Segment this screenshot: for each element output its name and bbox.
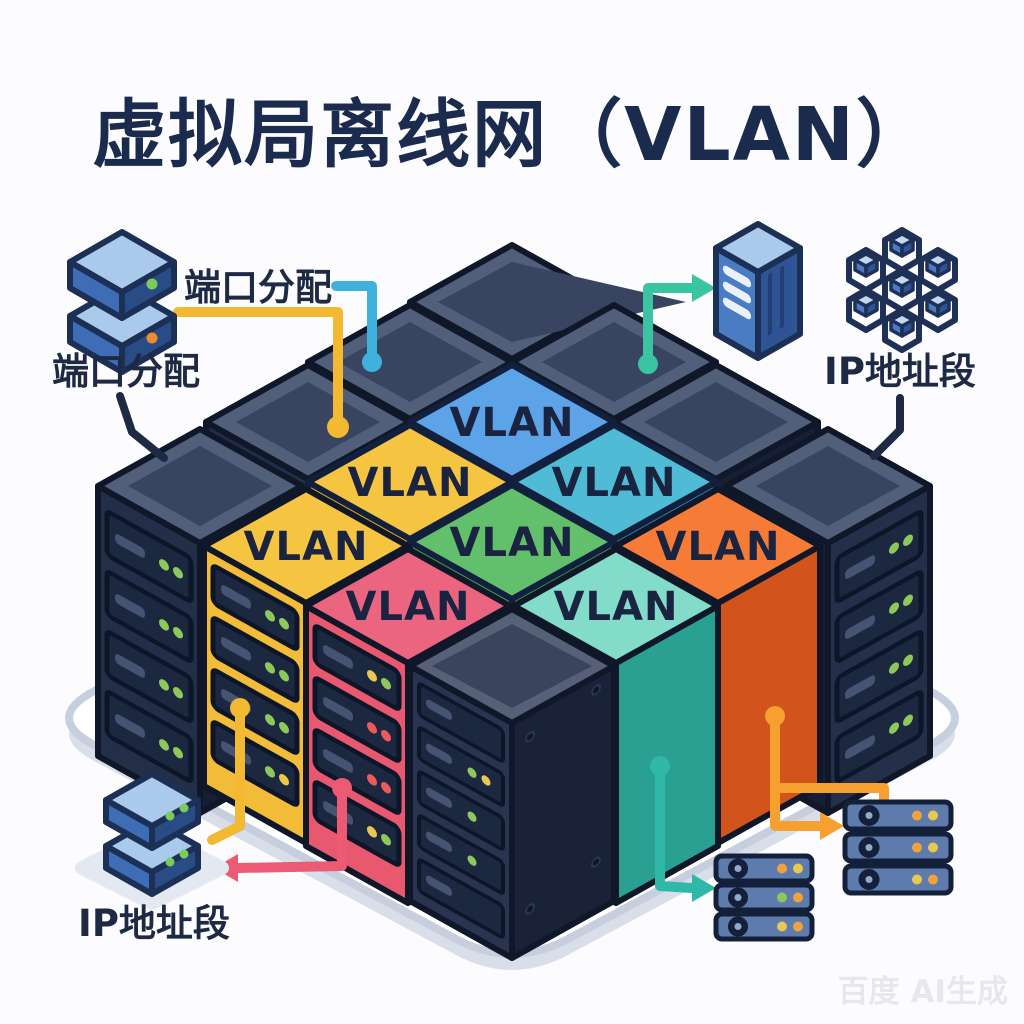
arrowhead-right <box>692 874 716 902</box>
vlan-tile-label: VLAN <box>552 460 677 506</box>
leader-ip-right <box>870 394 904 460</box>
vlan-tile-label: VLAN <box>346 584 471 630</box>
label-port-allocation-top: 端口分配 <box>184 266 332 309</box>
vlan-tile-label: VLAN <box>450 400 575 446</box>
vlan-tile-label: VLAN <box>348 460 473 506</box>
rack-stack-icon-2 <box>842 799 954 896</box>
vlan-tile-label: VLAN <box>244 524 369 570</box>
callout-orange-rack <box>765 706 889 840</box>
hex-cluster-icon <box>846 227 958 353</box>
arrowhead-right <box>692 274 716 302</box>
callout-teal-ip <box>638 274 716 374</box>
server-tower-center <box>407 606 617 961</box>
callout-yellow-ip <box>207 698 250 845</box>
rack-stack-icon-1 <box>713 853 815 942</box>
watermark: 百度 AI生成 <box>838 974 1008 1010</box>
callout-teal-rack <box>650 756 716 902</box>
callout-cyan-port <box>331 281 382 372</box>
arrowhead-right <box>820 812 844 840</box>
vlan-tile-label: VLAN <box>656 524 781 570</box>
callout-yellow-port <box>173 307 349 438</box>
vlan-tile-label: VLAN <box>450 520 575 566</box>
leader-port-left <box>116 392 168 462</box>
label-ip-range-bottom: IP地址段 <box>78 902 230 945</box>
label-port-allocation-left: 端口分配 <box>52 350 200 393</box>
switch-stack-icon-bottom-left <box>75 771 229 910</box>
server-tower-icon <box>713 221 803 361</box>
page-title: 虚拟局离线网（VLAN） <box>92 92 932 178</box>
label-ip-range-right: IP地址段 <box>824 350 976 393</box>
vlan-tile-label: VLAN <box>554 584 679 630</box>
switch-stack-icon-top-left <box>67 229 177 375</box>
